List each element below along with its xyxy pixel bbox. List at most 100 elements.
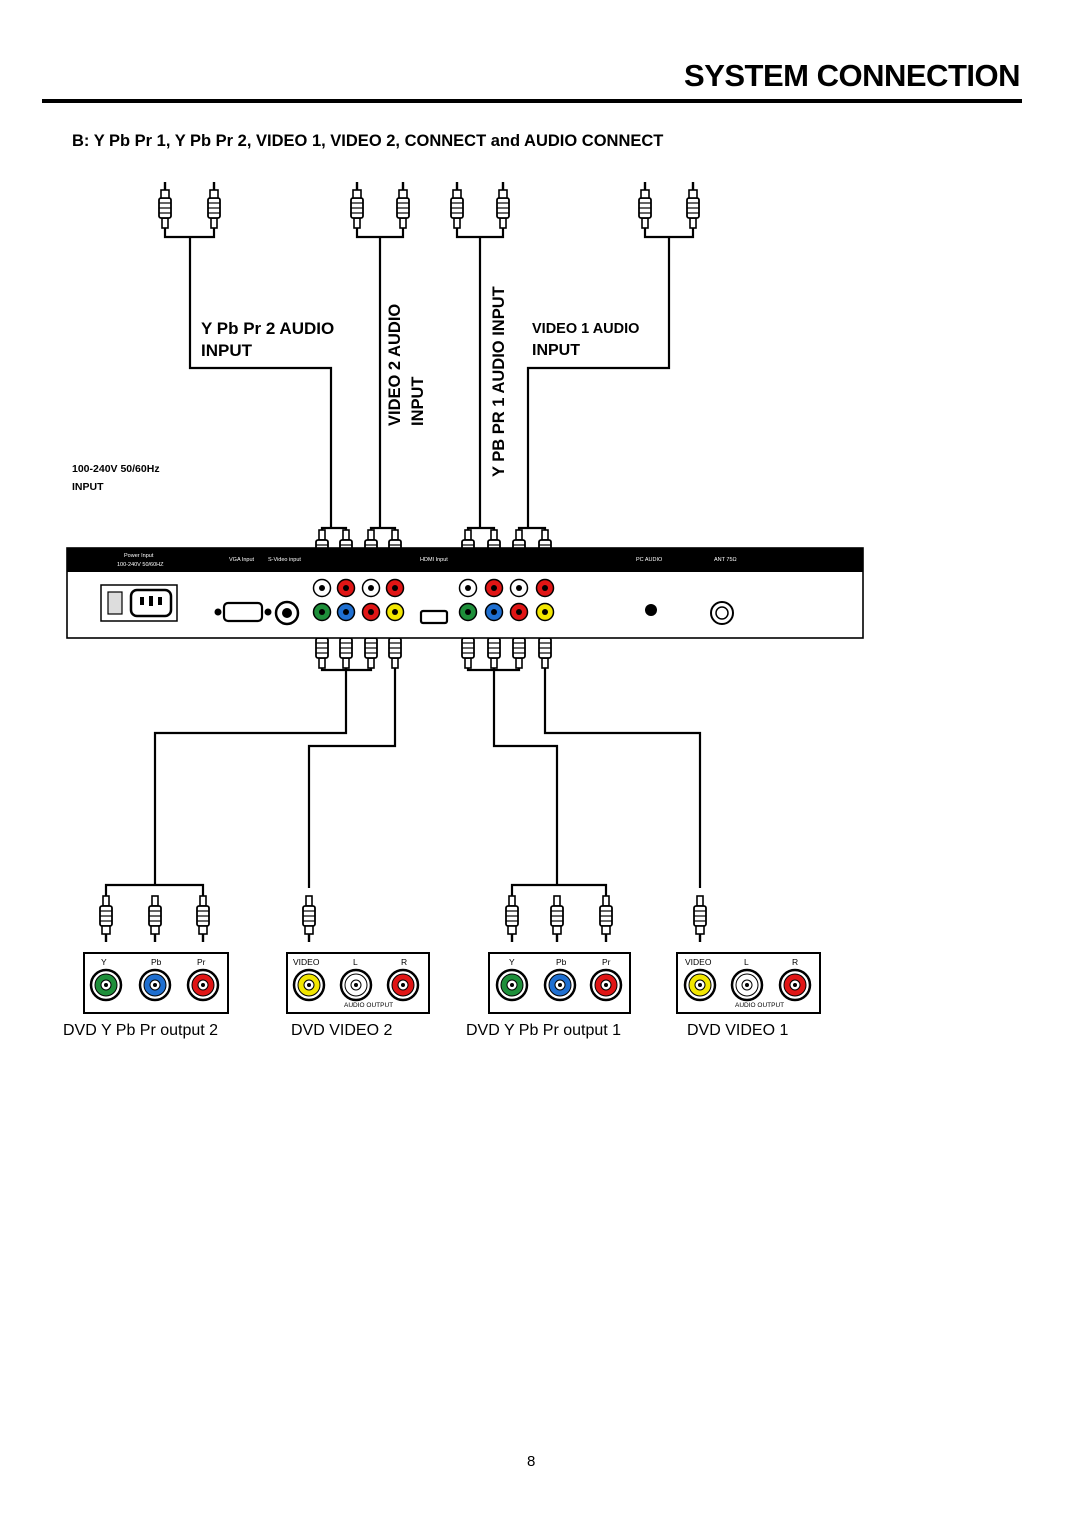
label-power-rating: 100-240V 50/60Hz [72,463,160,475]
device-video1-jack-r: R [792,957,799,967]
jack-hole [392,585,398,591]
panel-audio-jack-5 [484,578,504,598]
jack-hole [516,585,522,591]
plug-tail [464,657,472,669]
device-video2-caption: DVD VIDEO 2 [291,1022,393,1039]
panel-top-junction-1 [369,526,397,530]
panel-top-junction-2 [466,526,496,530]
plug-collar [198,925,208,935]
section-subtitle: B: Y Pb Pr 1, Y Pb Pr 2, VIDEO 1, VIDEO … [72,132,664,150]
dvd1-video-plug [693,895,707,942]
dvd-jack-pin [201,983,205,987]
plug-tail [696,895,704,907]
plug-tail [342,529,350,541]
page-number: 8 [527,1453,536,1470]
label-ypbpr2-audio-line1: Y Pb Pr 2 AUDIO [201,319,335,338]
device-video1-audio-output: AUDIO OUTPUT [735,1002,785,1009]
plug-tail [508,895,516,907]
top-pair-cable-3 [526,237,671,528]
top-plug-right-1 [396,182,410,229]
plug-tail [602,895,610,907]
panel-audio-jack-0 [312,578,332,598]
device-ypbpr2-jack-pr: Pr [197,957,206,967]
plug-collar [452,189,462,199]
dvd-jack-pin [698,983,702,987]
jack-hole [491,609,497,615]
panel-pc-audio: PC AUDIO [636,557,663,563]
panel-power-input: Power Input [124,553,154,559]
plug-tail [490,529,498,541]
plug-collar [101,925,111,935]
panel-video-jack-7 [535,602,555,622]
panel-svideo-input: S-Video input [268,557,301,563]
jack-hole [542,609,548,615]
top-plug-left-1 [350,182,364,229]
page-title: SYSTEM CONNECTION [684,58,1020,93]
plug-tail [641,217,649,229]
panel-ant: ANT 75Ω [714,557,737,563]
wires [104,228,702,896]
device-video1-jack-l: L [744,957,749,967]
jack-hole [343,609,349,615]
jack-hole [319,609,325,615]
plug-collar [552,925,562,935]
dvd-jack-pin [354,983,358,987]
top-plug-right-0 [207,182,221,229]
label-power-input: INPUT [72,481,104,493]
plug-tail [553,895,561,907]
jack-hole [343,585,349,591]
top-pair-junction-0 [163,228,216,239]
label-ypbpr1-audio: Y PB PR 1 AUDIO INPUT [490,286,508,477]
dvd-jack-pin [745,983,749,987]
dvd-jack-pin [153,983,157,987]
pc-audio-port [645,604,657,616]
panel-vga-input: VGA Input [229,557,255,563]
plug-collar [498,189,508,199]
label-video1-audio: VIDEO 1 AUDIO INPUT [532,318,639,362]
top-plug-right-2 [496,182,510,229]
plug-collar [398,189,408,199]
jack-hole [392,609,398,615]
label-video1-audio-line2: INPUT [532,342,580,359]
dvd2-video-plug [302,895,316,942]
device-ypbpr2-jack-y: Y [101,957,107,967]
panel-video-jack-2 [361,602,381,622]
top-pair-junction-3 [643,228,695,239]
panel-audio-jack-1 [336,578,356,598]
panel-audio-jack-4 [458,578,478,598]
device-video1-jack-video: VIDEO [685,957,712,967]
title-rule [42,99,1022,103]
device-ypbpr1-jack-pr: Pr [602,957,611,967]
ypbpr1-plug-junction [510,883,608,896]
hdmi-port [419,609,449,625]
plug-collar [507,925,517,935]
plug-tail [399,217,407,229]
plug-tail [367,529,375,541]
dvd-jack-pin [604,983,608,987]
plug-collar [688,189,698,199]
antenna-inner [715,606,729,620]
plug-tail [464,529,472,541]
panel-video-jack-1 [336,602,356,622]
plug-tail [199,895,207,907]
plug-tail [391,657,399,669]
plug-tail [151,895,159,907]
top-plug-right-3 [686,182,700,229]
dvd-jack-pin [104,983,108,987]
top-plug-left-3 [638,182,652,229]
panel-video-jack-5 [484,602,504,622]
panel-top-junction-0 [320,526,348,530]
panel-hdmi-input: HDMI Input [420,557,448,563]
power-pin [140,597,144,605]
panel-audio-jack-2 [361,578,381,598]
dvd-jack-pin [401,983,405,987]
plug-tail [210,217,218,229]
device-video2-jack-r: R [401,957,408,967]
device-ypbpr1-jack-y: Y [509,957,515,967]
tv-panel-label-strip [67,548,863,572]
top-plug-left-2 [450,182,464,229]
vga-port [222,601,264,623]
top-pair-junction-1 [355,228,405,239]
panel-audio-jack-6 [509,578,529,598]
